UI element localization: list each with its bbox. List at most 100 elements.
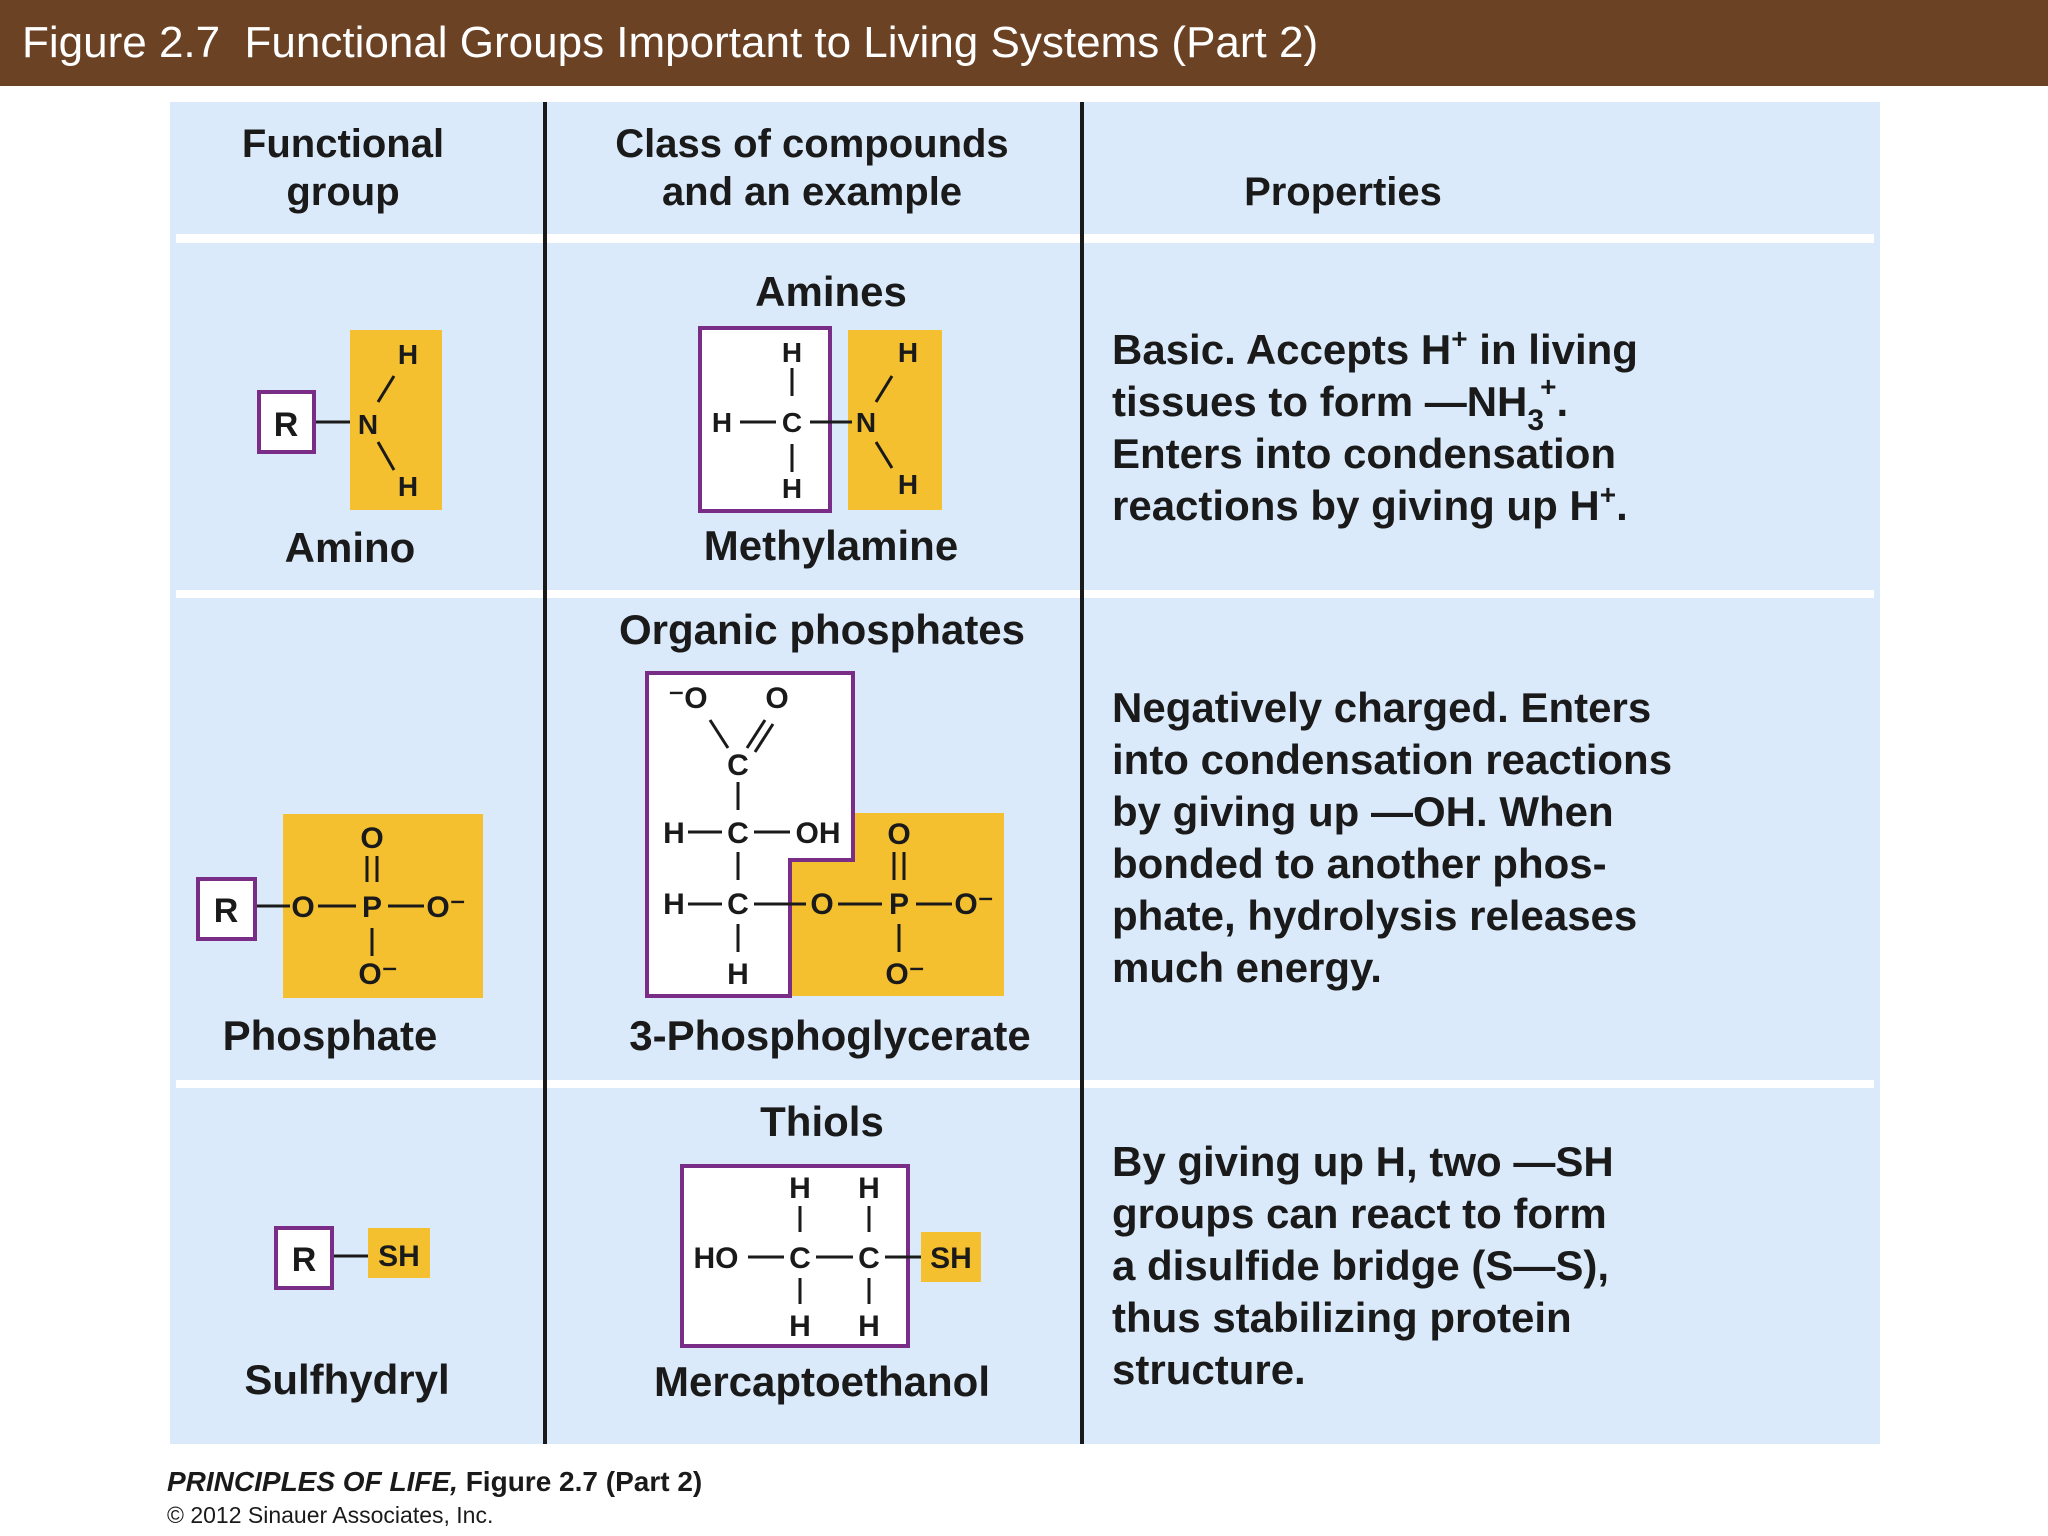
property-line: thus stabilizing protein	[1112, 1294, 1572, 1341]
figure-ref: Figure 2.7 (Part 2)	[457, 1466, 703, 1497]
phosphoglycerate-structure: ⁻O O C H C OH H C H O P O O⁻ O⁻	[645, 671, 1004, 998]
r-label: R	[274, 406, 299, 444]
figure-panel	[170, 102, 1880, 1444]
phosphate-highlight	[283, 814, 483, 998]
example-name-3-phosphoglycerate: 3-Phosphoglycerate	[629, 1012, 1030, 1059]
o-minus-atom: O⁻	[426, 891, 465, 924]
c-atom: C	[789, 1242, 811, 1275]
methyl-box	[698, 326, 832, 513]
glycerate-box	[645, 671, 855, 998]
figure-credit: PRINCIPLES OF LIFE, Figure 2.7 (Part 2) …	[167, 1466, 702, 1529]
class-name-thiols: Thiols	[760, 1098, 884, 1145]
h-atom: H	[782, 337, 802, 368]
c-atom: C	[727, 817, 749, 850]
o-minus-atom: O⁻	[885, 958, 924, 991]
property-line: phate, hydrolysis releases	[1112, 892, 1637, 939]
header-class: Class of compounds	[615, 122, 1008, 166]
h-atom: H	[727, 958, 749, 991]
property-line: reactions by giving up H+.	[1112, 479, 1628, 529]
property-line: groups can react to form	[1112, 1190, 1607, 1237]
r-group-box	[274, 1226, 334, 1290]
property-line: into condensation reactions	[1112, 736, 1672, 783]
methylamine-structure: H H C H N H H	[698, 326, 942, 513]
title-bar: Figure 2.7 Functional Groups Important t…	[0, 0, 2048, 86]
bond	[874, 441, 894, 469]
property-line: a disulfide bridge (S—S),	[1112, 1242, 1609, 1289]
bond	[745, 719, 767, 749]
header-example: and an example	[662, 170, 962, 214]
header-properties: Properties	[1244, 170, 1442, 214]
minus-o-atom: ⁻O	[668, 682, 707, 715]
n-atom: N	[358, 409, 378, 440]
h-atom: H	[663, 817, 685, 850]
mercaptoethanol-structure: HO H C H H C H SH	[680, 1164, 981, 1348]
h-atom: H	[782, 473, 802, 504]
p-atom: P	[889, 888, 909, 921]
o-atom: O	[887, 818, 910, 851]
o-minus-atom: O⁻	[954, 888, 993, 921]
property-line: bonded to another phos-	[1112, 840, 1607, 887]
bond	[376, 441, 396, 471]
r-group-box	[196, 877, 257, 941]
properties-phosphate: Negatively charged. Enters into condensa…	[1112, 684, 1672, 991]
p-atom: P	[362, 891, 382, 924]
h-atom: H	[858, 1172, 880, 1205]
oh-atom: OH	[796, 817, 841, 850]
n-atom: N	[856, 407, 876, 438]
o-atom: O	[360, 822, 383, 855]
header-group: group	[286, 170, 399, 214]
r-group-box	[257, 390, 316, 454]
sh-atom: SH	[930, 1242, 972, 1275]
o-atom: O	[291, 891, 314, 924]
example-name-mercaptoethanol: Mercaptoethanol	[654, 1358, 990, 1405]
class-name-organic-phosphates: Organic phosphates	[619, 606, 1025, 653]
phosphate-group-structure: R O P O O⁻ O⁻	[196, 814, 483, 998]
ethanol-box	[680, 1164, 910, 1348]
bond	[376, 375, 396, 403]
group-name-phosphate: Phosphate	[223, 1012, 438, 1059]
row-separator-1	[176, 590, 1874, 598]
property-line: structure.	[1112, 1346, 1306, 1393]
h-atom: H	[789, 1172, 811, 1205]
sh-atom: SH	[378, 1240, 420, 1273]
r-label: R	[292, 1241, 317, 1279]
properties-amino: Basic. Accepts H+ in living tissues to f…	[1112, 323, 1638, 529]
credit-source: PRINCIPLES OF LIFE, Figure 2.7 (Part 2)	[167, 1466, 702, 1498]
o-minus-atom: O⁻	[358, 958, 397, 991]
h-atom: H	[898, 469, 918, 500]
bond	[753, 723, 775, 753]
property-line: much energy.	[1112, 944, 1382, 991]
amino-group-structure: R N H H	[257, 330, 442, 510]
property-line: Basic. Accepts H+ in living	[1112, 323, 1638, 373]
bond	[708, 719, 730, 749]
amino-highlight	[848, 330, 942, 510]
property-line: Enters into condensation	[1112, 430, 1616, 477]
properties-sulfhydryl: By giving up H, two —SH groups can react…	[1112, 1138, 1614, 1393]
h-atom: H	[712, 407, 732, 438]
copyright: © 2012 Sinauer Associates, Inc.	[167, 1502, 494, 1528]
property-line: tissues to form —NH3+.	[1112, 371, 1568, 437]
r-label: R	[214, 892, 239, 930]
example-name-methylamine: Methylamine	[704, 522, 958, 569]
group-name-sulfhydryl: Sulfhydryl	[244, 1356, 449, 1403]
property-line: Negatively charged. Enters	[1112, 684, 1651, 731]
column-divider-2	[1080, 102, 1084, 1444]
header-functional: Functional	[242, 122, 444, 166]
h-atom: H	[789, 1310, 811, 1343]
c-atom: C	[727, 749, 749, 782]
c-atom: C	[858, 1242, 880, 1275]
h-atom: H	[858, 1310, 880, 1343]
c-atom: C	[727, 888, 749, 921]
sulfhydryl-highlight	[921, 1232, 981, 1282]
o-atom: O	[765, 682, 788, 715]
h-atom: H	[898, 337, 918, 368]
class-name-amines: Amines	[755, 268, 907, 315]
h-atom: H	[398, 339, 418, 370]
column-divider-1	[543, 102, 547, 1444]
bond	[874, 375, 894, 403]
c-atom: C	[782, 407, 802, 438]
property-line: By giving up H, two —SH	[1112, 1138, 1614, 1185]
o-atom: O	[810, 888, 833, 921]
sulfhydryl-highlight	[368, 1228, 430, 1278]
